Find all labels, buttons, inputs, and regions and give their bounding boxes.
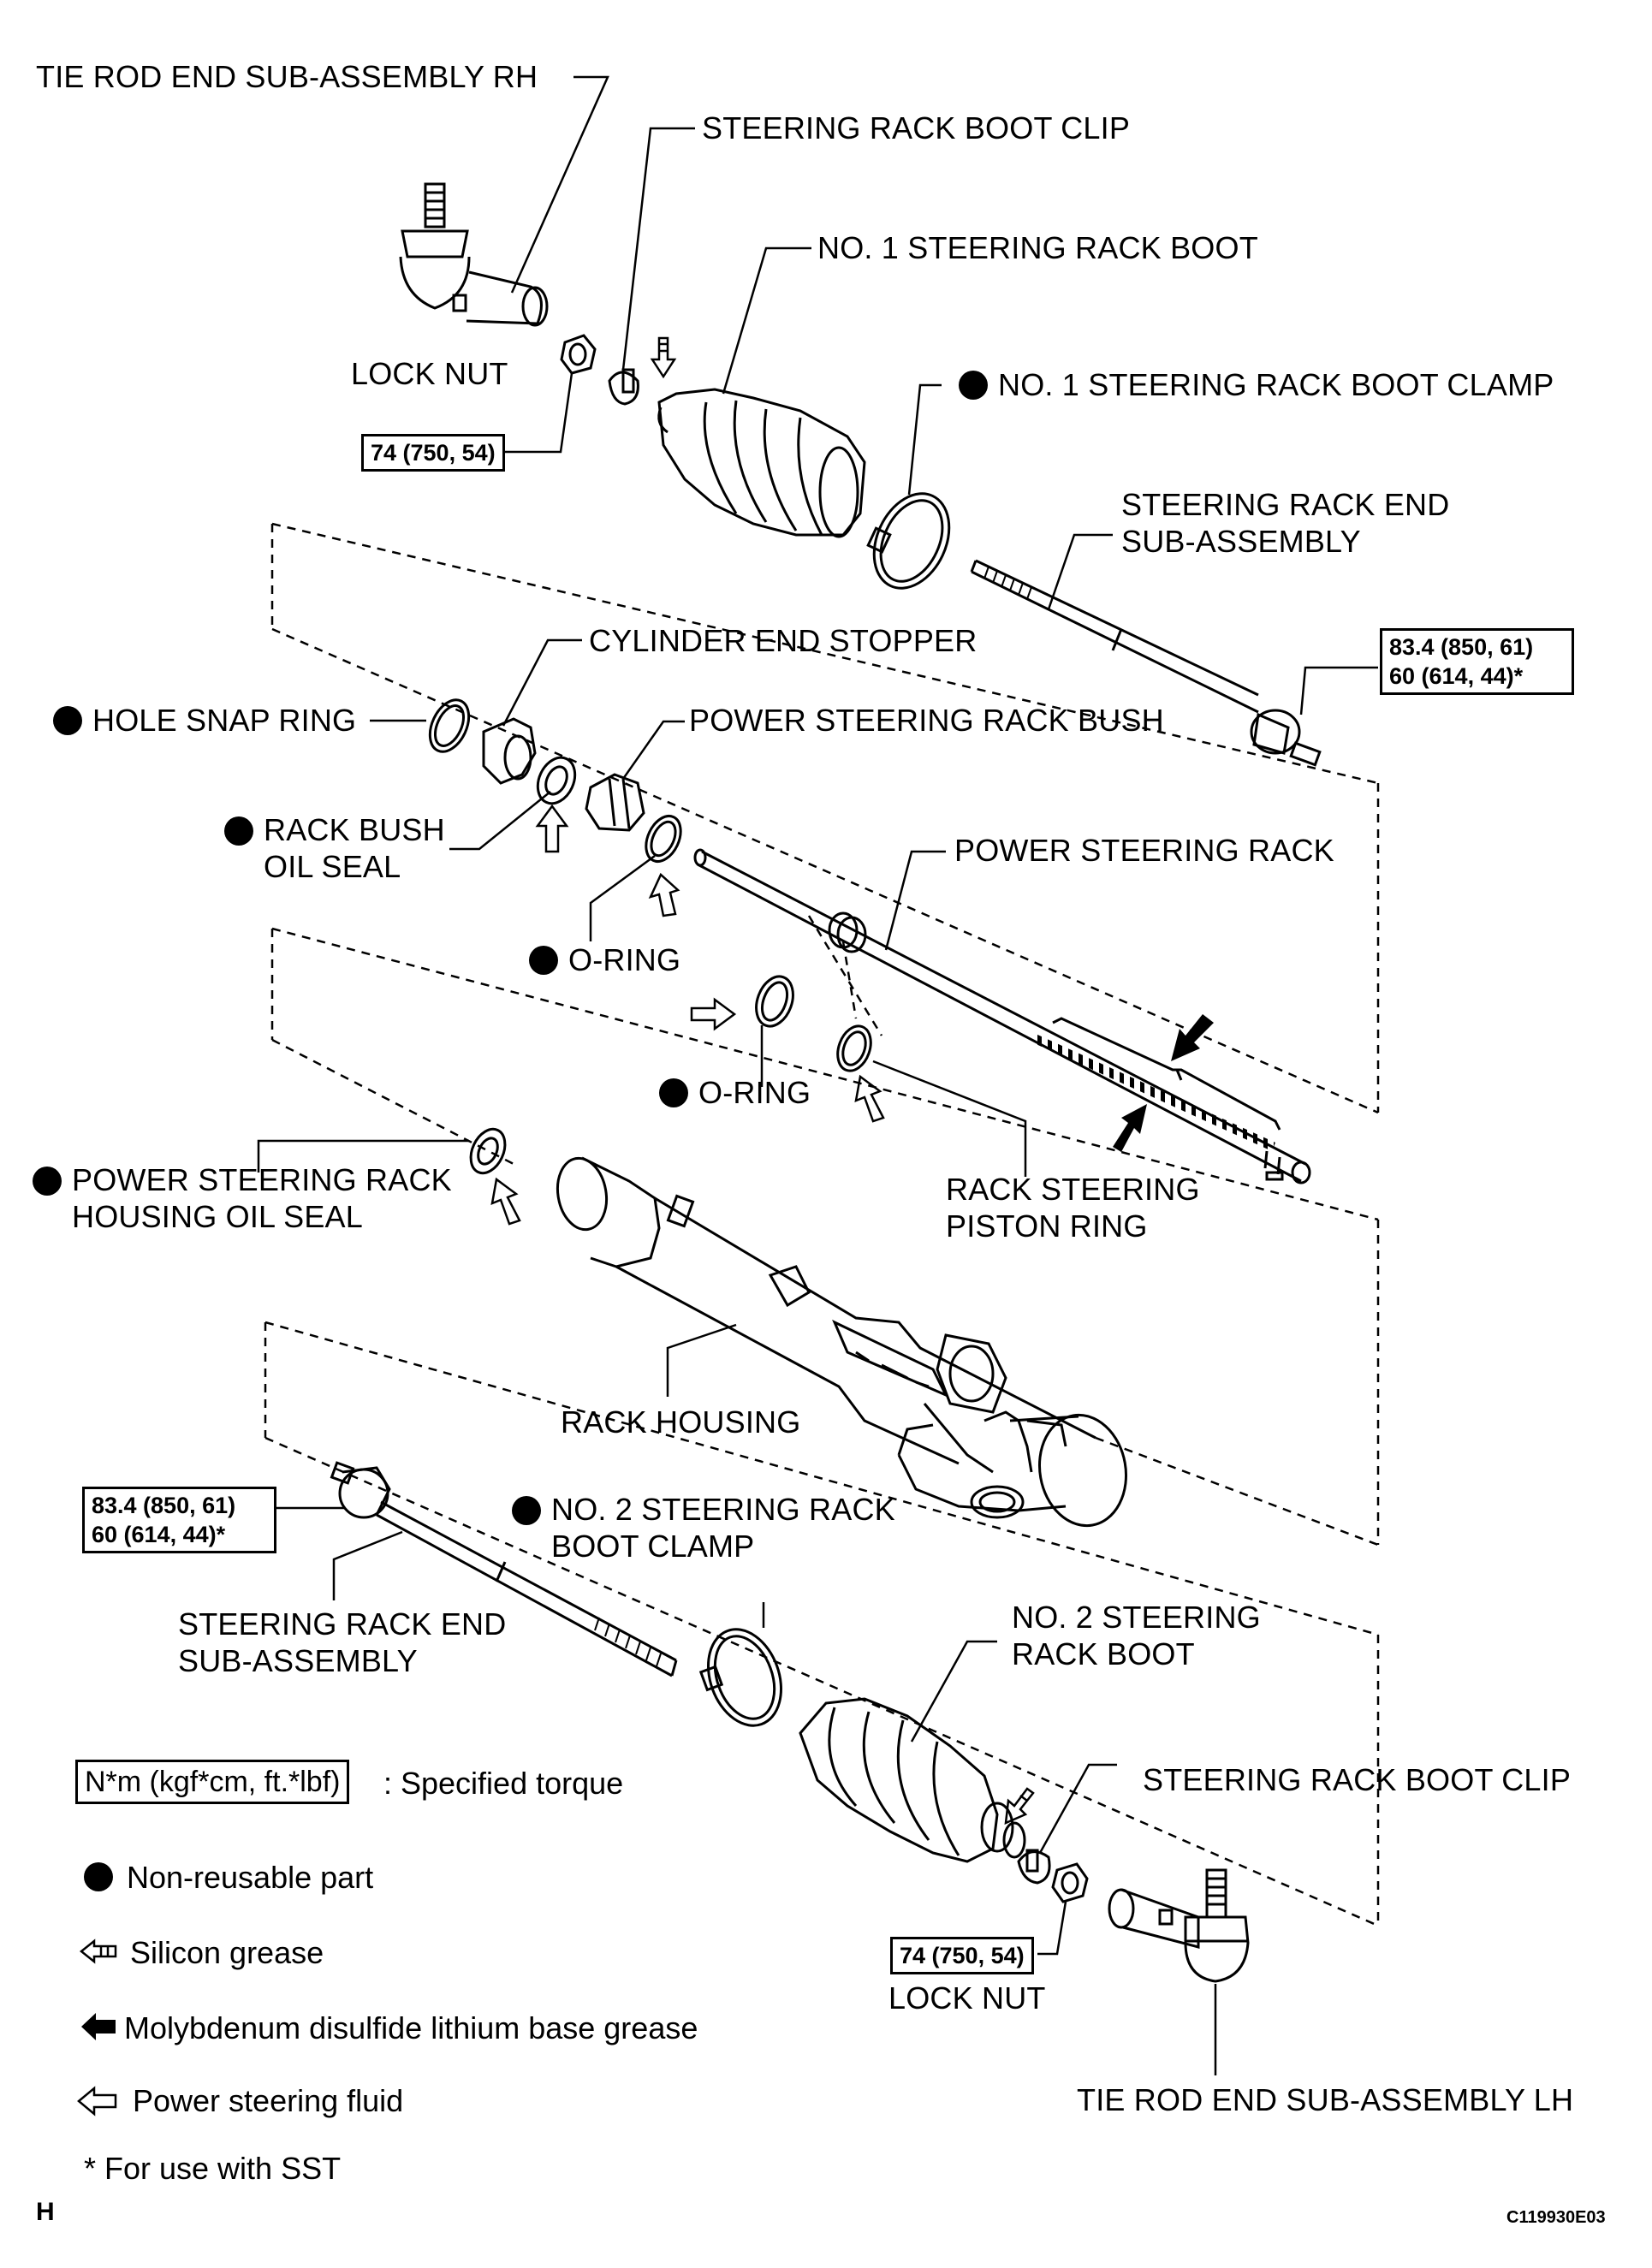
fluid-arrow-piston-ring bbox=[854, 1074, 885, 1123]
label-boot-clip-bottom: STEERING RACK BOOT CLIP bbox=[1143, 1762, 1572, 1797]
fluid-arrow-o-ring bbox=[648, 872, 680, 917]
label-no2-boot: NO. 2 STEERING RACK BOOT bbox=[1012, 1600, 1261, 1671]
rack-bush-oil-seal-art bbox=[536, 756, 577, 805]
o-ring-mid-art bbox=[755, 975, 794, 1028]
legend-non-reusable: Non-reusable part bbox=[127, 1860, 374, 1895]
legend-torque-box: N*m (kgf*cm, ft.*lbf) bbox=[75, 1760, 350, 1804]
corner-mark: H bbox=[36, 2198, 55, 2226]
label-rack-housing: RACK HOUSING bbox=[561, 1404, 801, 1440]
label-rack-bush: POWER STEERING RACK BUSH bbox=[689, 703, 1164, 738]
label-o-ring-1: O-RING bbox=[529, 941, 680, 978]
legend-fluid-icon bbox=[77, 2086, 117, 2117]
torque-rack-end-bottom: 83.4 (850, 61) 60 (614, 44)* bbox=[82, 1487, 276, 1553]
fluid-arrow-mid-o-ring bbox=[690, 997, 737, 1031]
torque-lock-nut-bottom: 74 (750, 54) bbox=[890, 1937, 1034, 1974]
label-no2-clamp: NO. 2 STEERING RACK BOOT CLAMP bbox=[512, 1491, 895, 1564]
cylinder-end-stopper-art bbox=[482, 717, 537, 785]
non-reusable-dot bbox=[659, 1078, 688, 1107]
rack-bracket-art bbox=[1052, 1017, 1281, 1131]
legend-sst: * For use with SST bbox=[84, 2151, 342, 2186]
non-reusable-dot bbox=[529, 946, 558, 975]
rack-end-bottom-art bbox=[330, 1461, 678, 1677]
non-reusable-dot bbox=[53, 706, 82, 735]
legend-silicon-icon bbox=[79, 1938, 117, 1964]
label-tie-rod-rh: TIE ROD END SUB-ASSEMBLY RH bbox=[36, 59, 538, 94]
housing-oil-seal-art bbox=[469, 1127, 507, 1175]
no2-boot-art bbox=[799, 1697, 1026, 1863]
legend-torque-text: : Specified torque bbox=[383, 1766, 624, 1801]
legend-moly-icon bbox=[81, 2013, 116, 2040]
label-no1-boot: NO. 1 STEERING RACK BOOT bbox=[817, 230, 1258, 265]
legend-fluid: Power steering fluid bbox=[133, 2083, 404, 2118]
moly-arrow-bottom bbox=[1113, 1104, 1147, 1152]
leader-lines bbox=[257, 75, 1378, 2075]
torque-lock-nut-top: 74 (750, 54) bbox=[361, 434, 505, 472]
piston-ring-art bbox=[836, 1024, 872, 1072]
moly-arrow-top bbox=[1171, 1014, 1214, 1061]
torque-rack-end-top: 83.4 (850, 61) 60 (614, 44)* bbox=[1380, 628, 1574, 695]
label-tie-rod-lh: TIE ROD END SUB-ASSEMBLY LH bbox=[1077, 2082, 1574, 2117]
tie-rod-end-rh-art bbox=[399, 182, 549, 327]
non-reusable-dot bbox=[959, 371, 988, 400]
label-rack-end-bottom: STEERING RACK END SUB-ASSEMBLY bbox=[178, 1606, 507, 1678]
label-boot-clip-top: STEERING RACK BOOT CLIP bbox=[702, 110, 1131, 145]
rack-teeth-art bbox=[1032, 1034, 1275, 1151]
label-lock-nut-bottom: LOCK NUT bbox=[888, 1980, 1046, 2016]
label-hole-snap: HOLE SNAP RING bbox=[53, 702, 356, 739]
label-o-ring-1-text: O-RING bbox=[568, 942, 681, 977]
no2-clamp-art bbox=[698, 1628, 783, 1727]
label-o-ring-2: O-RING bbox=[659, 1074, 811, 1111]
rack-bush-art bbox=[585, 773, 645, 832]
figure-code: C119930E03 bbox=[1506, 2208, 1606, 2227]
tie-rod-end-lh-art bbox=[1108, 1868, 1250, 1983]
no1-boot-art bbox=[657, 388, 866, 538]
label-lock-nut-top: LOCK NUT bbox=[351, 356, 508, 391]
label-o-ring-2-text: O-RING bbox=[698, 1075, 811, 1110]
no1-clamp-art bbox=[866, 492, 951, 590]
label-cyl-stopper: CYLINDER END STOPPER bbox=[589, 623, 978, 658]
boot-clip-bottom-art bbox=[1017, 1849, 1051, 1885]
non-reusable-dot bbox=[33, 1167, 62, 1196]
lock-nut-top-art bbox=[560, 334, 597, 375]
label-piston-ring: RACK STEERING PISTON RING bbox=[946, 1172, 1200, 1244]
label-rack-bush-seal: RACK BUSH OIL SEAL bbox=[224, 811, 445, 885]
label-no1-clamp: NO. 1 STEERING RACK BOOT CLAMP bbox=[959, 366, 1554, 403]
rack-end-top-art bbox=[970, 559, 1322, 767]
label-housing-seal-text: POWER STEERING RACK HOUSING OIL SEAL bbox=[72, 1162, 452, 1234]
silicon-grease-arrow-bottom bbox=[1004, 1787, 1035, 1826]
label-power-rack: POWER STEERING RACK bbox=[954, 833, 1334, 868]
non-reusable-dot bbox=[224, 816, 253, 846]
label-rack-bush-seal-text: RACK BUSH OIL SEAL bbox=[264, 812, 445, 884]
fluid-arrow-rack-bush-seal bbox=[535, 804, 569, 853]
lock-nut-bottom-art bbox=[1051, 1862, 1089, 1903]
non-reusable-dot bbox=[512, 1496, 541, 1525]
o-ring-bush-art bbox=[645, 815, 682, 863]
legend-silicon: Silicon grease bbox=[130, 1935, 324, 1970]
silicon-grease-arrow-top bbox=[650, 336, 677, 379]
label-hole-snap-text: HOLE SNAP RING bbox=[92, 703, 357, 738]
rack-housing-art bbox=[556, 1156, 1128, 1528]
label-no1-clamp-text: NO. 1 STEERING RACK BOOT CLAMP bbox=[998, 367, 1554, 402]
legend-molybdenum: Molybdenum disulfide lithium base grease bbox=[124, 2010, 698, 2045]
label-housing-seal: POWER STEERING RACK HOUSING OIL SEAL bbox=[33, 1161, 452, 1235]
hole-snap-ring-art bbox=[428, 698, 471, 753]
boot-clip-top-art bbox=[608, 368, 639, 406]
legend-symbols bbox=[77, 1862, 117, 2117]
label-no2-clamp-text: NO. 2 STEERING RACK BOOT CLAMP bbox=[551, 1492, 895, 1564]
fluid-arrow-housing-seal bbox=[490, 1177, 521, 1226]
label-rack-end-top: STEERING RACK END SUB-ASSEMBLY bbox=[1121, 487, 1450, 559]
